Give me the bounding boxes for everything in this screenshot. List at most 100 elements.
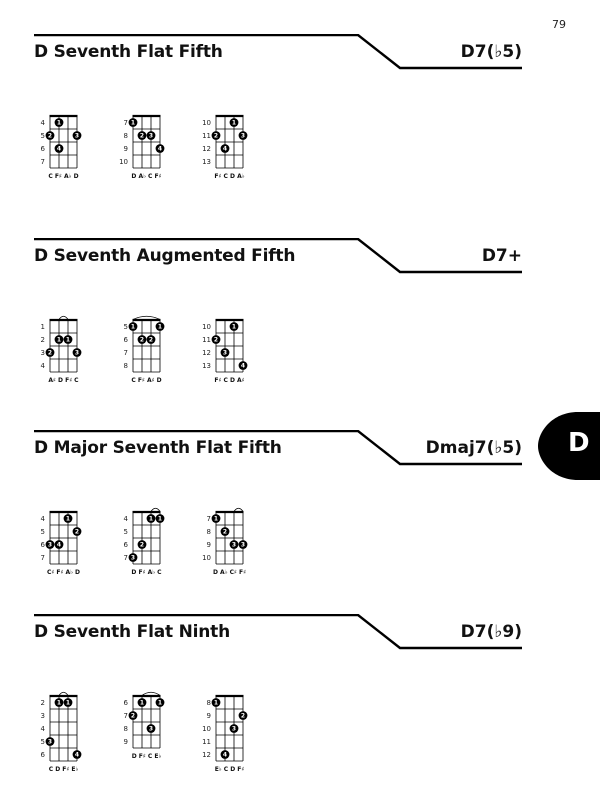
fret-number: 4 xyxy=(41,362,46,370)
fret-number: 6 xyxy=(41,145,46,153)
note-labels: D A♭ C♯ F♯ xyxy=(213,569,246,576)
fret-number: 5 xyxy=(124,528,128,536)
finger-dot xyxy=(220,750,230,759)
finger-dot xyxy=(63,698,73,707)
finger-number: 1 xyxy=(57,337,61,344)
finger-dot xyxy=(137,131,147,140)
finger-dot xyxy=(54,540,64,549)
finger-number: 1 xyxy=(140,700,144,707)
fret-number: 5 xyxy=(124,323,128,331)
finger-number: 2 xyxy=(48,350,52,357)
finger-number: 3 xyxy=(241,133,245,140)
finger-number: 1 xyxy=(57,700,61,707)
finger-dot xyxy=(220,144,230,153)
finger-dot xyxy=(72,131,82,140)
finger-dot xyxy=(72,527,82,536)
note-labels: E♭ C D F♯ xyxy=(215,766,245,773)
fret-number: 5 xyxy=(41,738,45,746)
fret-number: 10 xyxy=(202,725,211,733)
fret-number: 6 xyxy=(124,541,129,549)
finger-number: 1 xyxy=(232,120,236,127)
note-labels: C D F♯ E♭ xyxy=(49,766,79,773)
finger-number: 3 xyxy=(149,726,153,733)
finger-dot xyxy=(220,527,230,536)
finger-number: 1 xyxy=(131,324,135,331)
finger-dot xyxy=(220,348,230,357)
fret-number: 7 xyxy=(124,119,128,127)
finger-number: 1 xyxy=(131,120,135,127)
finger-dot xyxy=(155,144,165,153)
fret-number: 10 xyxy=(202,554,211,562)
finger-dot xyxy=(238,540,248,549)
fret-number: 7 xyxy=(124,554,128,562)
barre-arc xyxy=(132,315,161,320)
finger-number: 2 xyxy=(75,529,79,536)
finger-number: 2 xyxy=(149,337,153,344)
finger-number: 1 xyxy=(66,700,70,707)
barre-arc xyxy=(141,691,161,696)
finger-dot xyxy=(211,335,221,344)
fret-number: 13 xyxy=(202,158,211,166)
finger-number: 2 xyxy=(140,133,144,140)
fret-number: 5 xyxy=(41,132,45,140)
fret-number: 4 xyxy=(41,515,46,523)
finger-dot xyxy=(45,131,55,140)
finger-dot xyxy=(45,540,55,549)
finger-dot xyxy=(128,711,138,720)
finger-dot xyxy=(63,514,73,523)
chord-name: D Seventh Flat Fifth xyxy=(34,42,223,62)
section-tab-letter: D xyxy=(568,428,590,458)
finger-dot xyxy=(238,711,248,720)
finger-number: 4 xyxy=(158,146,162,153)
finger-dot xyxy=(211,131,221,140)
finger-number: 4 xyxy=(57,146,61,153)
finger-dot xyxy=(63,335,73,344)
finger-dot xyxy=(155,514,165,523)
note-labels: F♯ C D A♭ xyxy=(214,173,244,180)
note-labels: D A♭ C F♯ xyxy=(131,173,161,180)
header-rule xyxy=(0,430,600,490)
finger-number: 2 xyxy=(48,133,52,140)
fret-number: 7 xyxy=(41,554,45,562)
finger-number: 1 xyxy=(66,516,70,523)
fret-number: 10 xyxy=(202,323,211,331)
finger-number: 1 xyxy=(214,516,218,523)
fret-number: 8 xyxy=(207,699,211,707)
fret-number: 8 xyxy=(207,528,211,536)
note-labels: C F♯ A♯ D xyxy=(131,377,161,384)
finger-number: 3 xyxy=(223,350,227,357)
fret-number: 6 xyxy=(124,699,129,707)
fret-number: 5 xyxy=(41,528,45,536)
finger-number: 4 xyxy=(223,146,227,153)
finger-number: 1 xyxy=(158,700,162,707)
fret-number: 13 xyxy=(202,362,211,370)
finger-dot xyxy=(54,335,64,344)
fret-number: 11 xyxy=(202,336,211,344)
chord-name: D Major Seventh Flat Fifth xyxy=(34,438,282,458)
finger-number: 3 xyxy=(149,133,153,140)
finger-number: 2 xyxy=(241,713,245,720)
finger-number: 1 xyxy=(214,700,218,707)
finger-number: 3 xyxy=(48,542,52,549)
fret-number: 4 xyxy=(41,119,46,127)
finger-number: 1 xyxy=(149,516,153,523)
finger-dot xyxy=(229,118,239,127)
finger-number: 2 xyxy=(140,542,144,549)
finger-dot xyxy=(238,361,248,370)
fret-number: 7 xyxy=(41,158,45,166)
finger-number: 3 xyxy=(48,739,52,746)
finger-number: 3 xyxy=(131,555,135,562)
finger-number: 4 xyxy=(241,363,245,370)
note-labels: A♯ D F♯ C xyxy=(48,377,79,384)
finger-number: 2 xyxy=(214,133,218,140)
fret-number: 9 xyxy=(124,145,128,153)
